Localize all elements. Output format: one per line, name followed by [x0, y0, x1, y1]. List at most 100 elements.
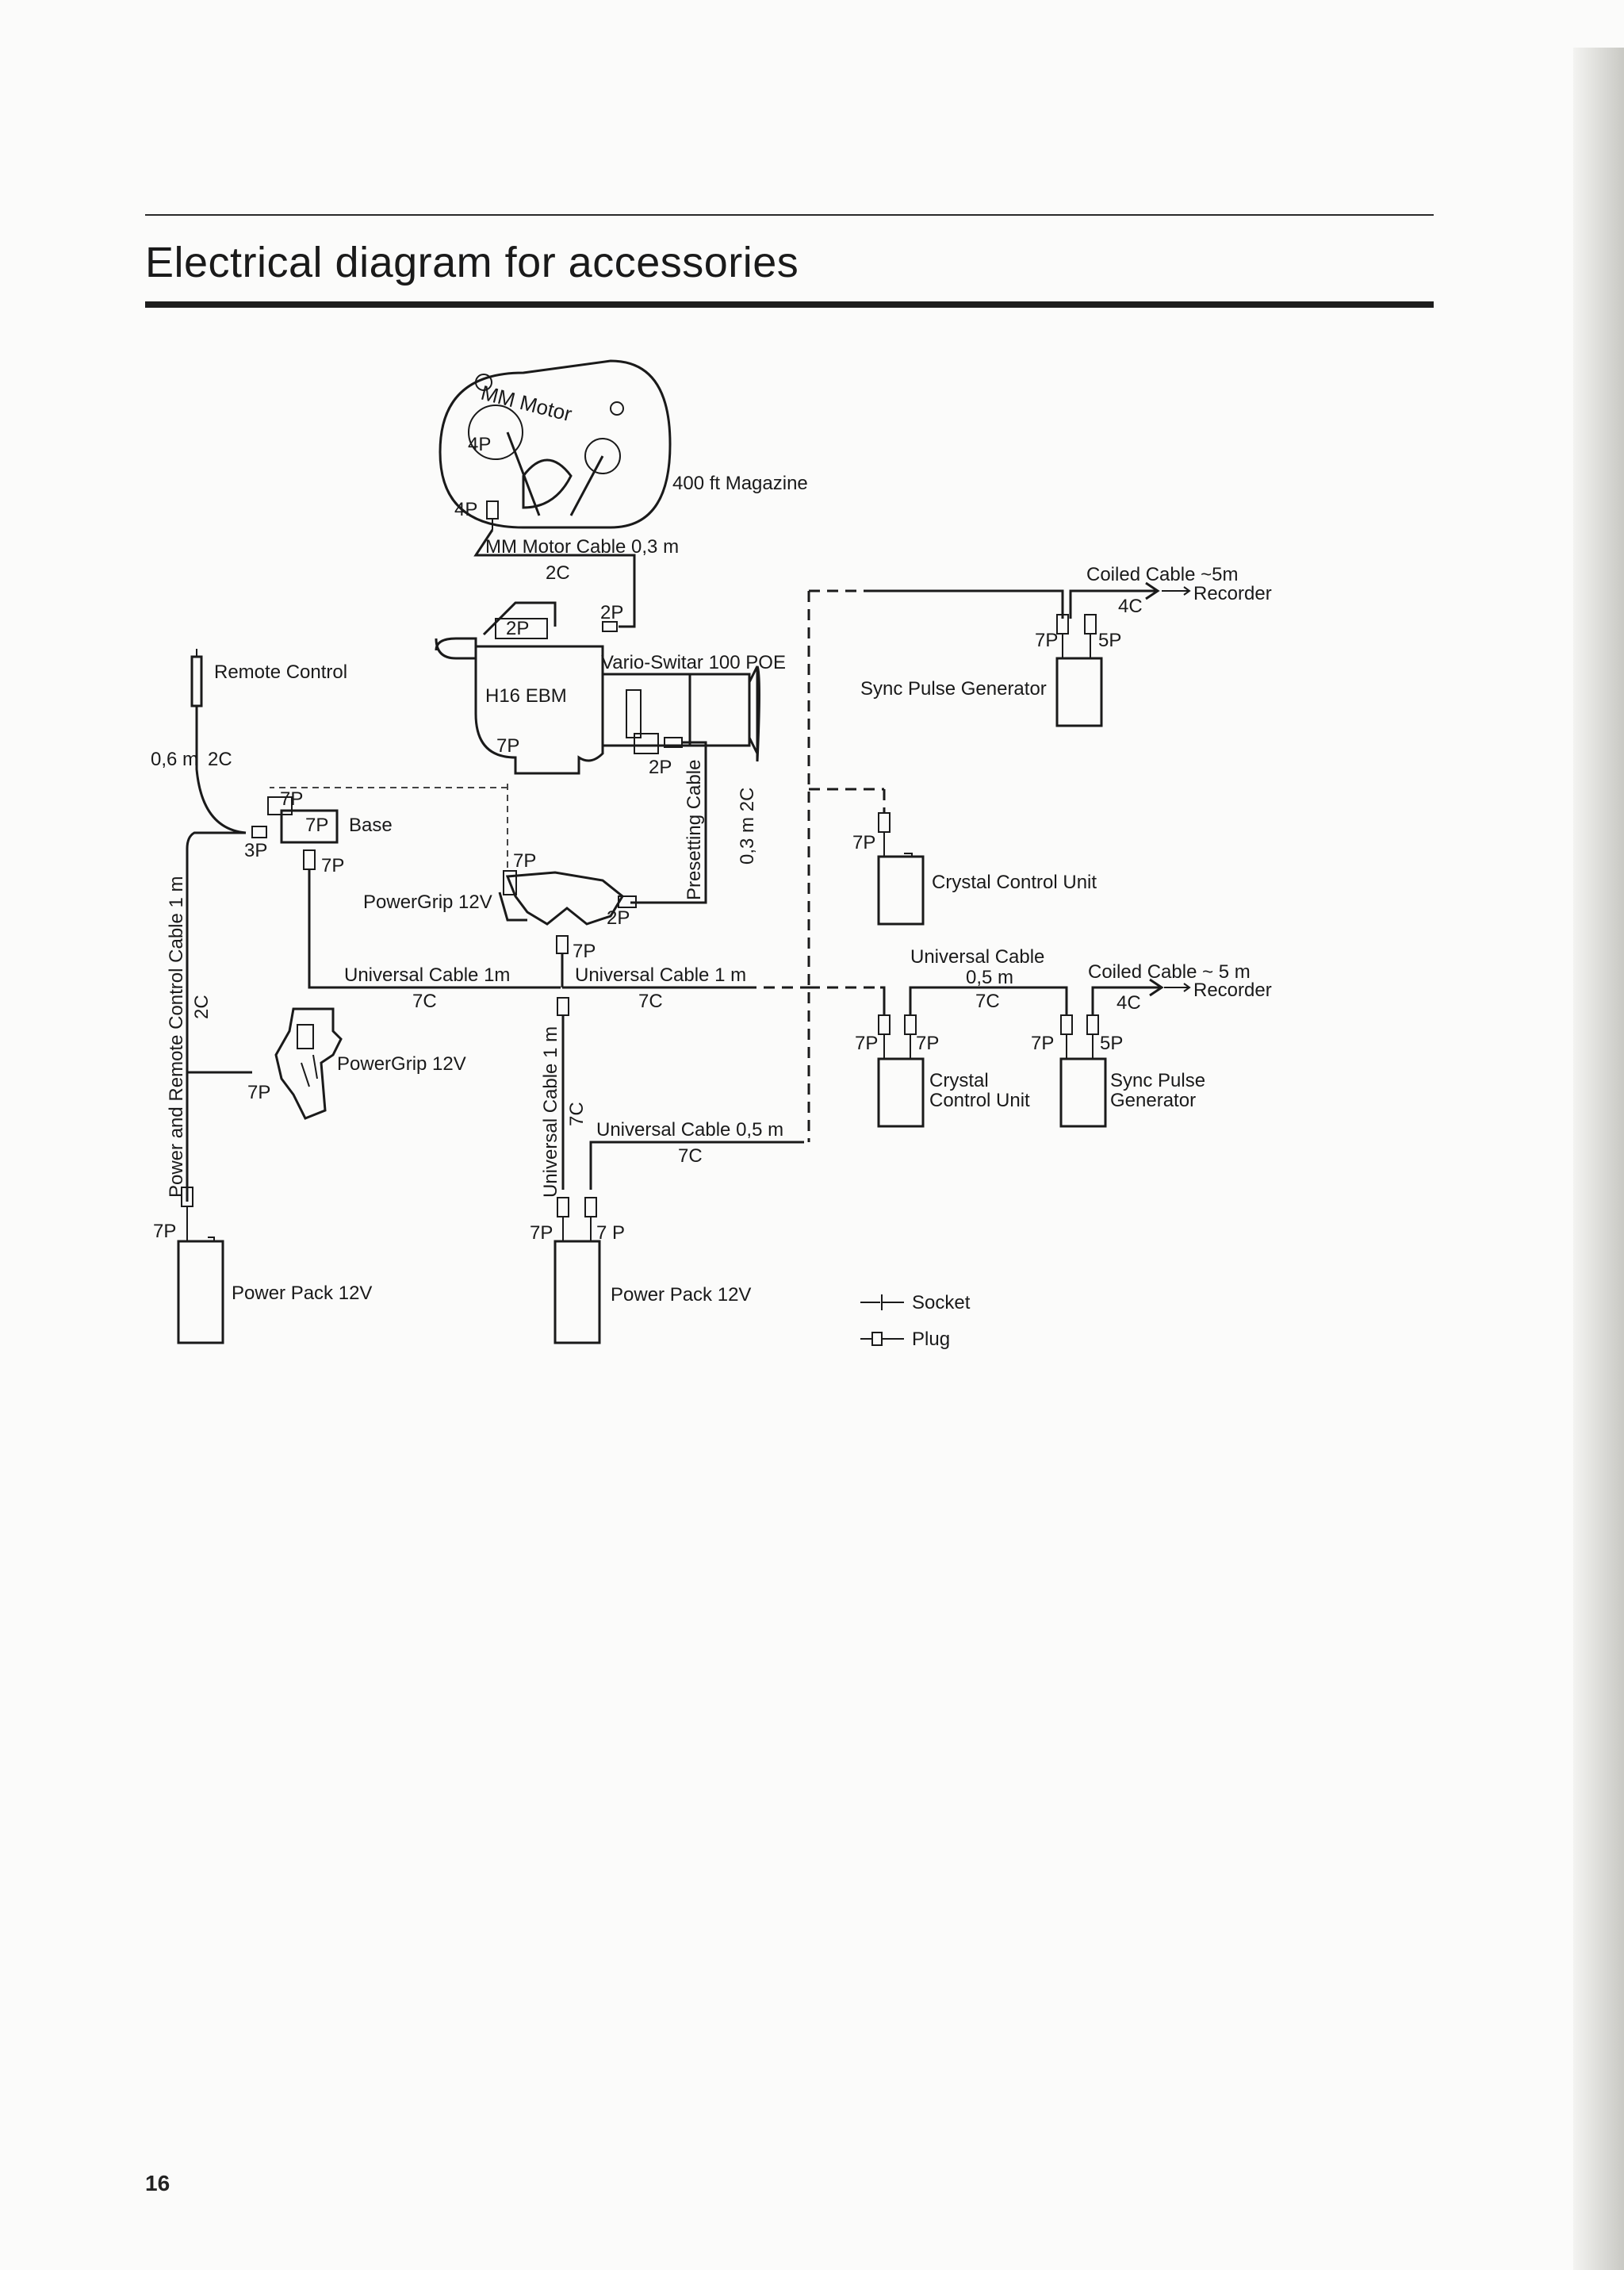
legend: Socket Plug	[860, 1292, 971, 1350]
universal-right-label: Universal Cable	[910, 946, 1044, 968]
plug-icon	[557, 997, 569, 1016]
pin-7p-base: 7P	[305, 815, 328, 836]
coiled-cable-top	[1069, 581, 1160, 619]
universal-right-7c: 7C	[975, 991, 1000, 1012]
mm-motor-label: MM Motor	[479, 381, 575, 426]
camera-h16-ebm	[435, 601, 760, 775]
pin-4p-motor: 4P	[468, 434, 491, 455]
header-rule-top	[145, 214, 1434, 216]
pin-7p-powergrip-top: 7P	[513, 850, 536, 872]
camera-label: H16 EBM	[485, 685, 567, 707]
recorder-top-arrow	[1162, 586, 1191, 596]
sync-bottom-label-2: Generator	[1110, 1090, 1196, 1111]
universal-cable-left	[308, 869, 561, 989]
sync-pulse-generator-bottom	[1059, 1014, 1107, 1128]
power-pack-left	[177, 1187, 224, 1344]
pin-7p-camera: 7P	[496, 735, 519, 757]
pin-7p-power-mid-2: 7 P	[596, 1222, 625, 1244]
power-pack-mid-label: Power Pack 12V	[611, 1284, 751, 1306]
page-title: Electrical diagram for accessories	[145, 239, 799, 286]
pin-7p-sync-top: 7P	[1035, 630, 1058, 651]
base-unit	[251, 796, 339, 844]
coiled-top-label: Coiled Cable ~5m	[1086, 564, 1238, 585]
pin-7p-power-mid: 7P	[530, 1222, 553, 1244]
coiled-cable-bottom	[1091, 978, 1164, 1015]
remote-2c: 2C	[208, 749, 232, 770]
mm-motor-cable-label: MM Motor Cable 0,3 m	[485, 536, 679, 558]
universal-right-len: 0,5 m	[966, 967, 1013, 988]
remote-control-label: Remote Control	[214, 661, 347, 683]
universal-05-7c: 7C	[678, 1145, 703, 1167]
presetting-cable	[630, 741, 707, 904]
pin-7p-powergrip-bottom: 7P	[573, 941, 596, 962]
plug-icon	[602, 621, 618, 632]
powergrip-top	[498, 870, 624, 926]
power-pack-mid	[553, 1197, 601, 1344]
power-remote-cable-label: Power and Remote Control Cable 1 m	[166, 876, 187, 1198]
plug-icon	[556, 935, 569, 954]
pin-7p-base-bottom: 7P	[321, 855, 344, 876]
sync-bottom-label-1: Sync Pulse	[1110, 1070, 1205, 1091]
camera-base-link	[270, 784, 508, 872]
pin-2p-powergrip: 2P	[607, 907, 630, 929]
universal-cable-05	[589, 1141, 793, 1190]
base-label: Base	[349, 815, 393, 836]
pin-5p-sync-top: 5P	[1098, 630, 1121, 651]
coiled-bottom-4c: 4C	[1116, 992, 1141, 1014]
coiled-top-4c: 4C	[1118, 596, 1143, 617]
pin-7p-crystal-bottom-left: 7P	[855, 1033, 878, 1054]
sync-pulse-generator-top	[1055, 614, 1103, 727]
recorder-top-label: Recorder	[1193, 583, 1272, 604]
remote-control	[190, 649, 203, 707]
universal-vertical-7c: 7C	[566, 1102, 588, 1126]
mm-motor-cable	[473, 529, 636, 628]
universal-cable-right	[909, 986, 1068, 1015]
pin-7p-base-top: 7P	[280, 788, 303, 810]
pin-2p-lens: 2P	[649, 757, 672, 778]
presetting-cable-label: Presetting Cable	[684, 760, 705, 900]
crystal-top-label: Crystal Control Unit	[932, 872, 1097, 893]
powergrip-top-label: PowerGrip 12V	[363, 892, 492, 913]
universal-right-in	[880, 986, 886, 1015]
crystal-bottom-label-1: Crystal	[929, 1070, 989, 1091]
lens-label: Vario-Switar 100 POE	[601, 652, 786, 673]
sync-top-cable	[864, 589, 1064, 619]
magazine-label: 400 ft Magazine	[672, 473, 808, 494]
plug-icon	[860, 1332, 904, 1346]
magazine-400ft	[439, 359, 672, 529]
recorder-bottom-label: Recorder	[1193, 980, 1272, 1001]
page-edge-shadow	[1573, 48, 1624, 2270]
universal-mid-7c: 7C	[638, 991, 663, 1012]
page-number: 16	[145, 2171, 170, 2195]
power-remote-cable	[186, 831, 246, 1202]
pin-5p-sync-bottom: 5P	[1100, 1033, 1123, 1054]
recorder-bottom-arrow	[1164, 983, 1191, 992]
pin-4p-cable: 4P	[454, 499, 477, 520]
remote-length: 0,6 m	[151, 749, 198, 770]
crystal-control-unit-top	[877, 812, 925, 926]
universal-left-label: Universal Cable 1m	[344, 964, 510, 986]
power-remote-2c: 2C	[191, 995, 213, 1019]
pin-2p-camera-top: 2P	[506, 618, 529, 639]
power-pack-left-label: Power Pack 12V	[232, 1283, 372, 1304]
powergrip-left-label: PowerGrip 12V	[337, 1053, 466, 1075]
socket-icon	[860, 1294, 904, 1310]
presetting-cable-len: 0,3 m 2C	[737, 788, 758, 865]
mm-motor-cable-2c: 2C	[546, 562, 570, 584]
universal-05-label: Universal Cable 0,5 m	[596, 1119, 783, 1141]
pin-2p-camera-cable: 2P	[600, 602, 623, 623]
universal-mid-label: Universal Cable 1 m	[575, 964, 746, 986]
legend-plug: Plug	[912, 1329, 950, 1350]
sync-top-label: Sync Pulse Generator	[860, 678, 1047, 700]
powergrip-left	[274, 1007, 343, 1120]
pin-7p-power-left: 7P	[153, 1221, 176, 1242]
socket-icon	[618, 895, 637, 908]
pin-7p-crystal-bottom-right: 7P	[916, 1033, 939, 1054]
remote-control-cable	[195, 706, 247, 834]
universal-left-7c: 7C	[412, 991, 437, 1012]
plug-icon	[486, 500, 499, 530]
pin-7p-powergrip-left: 7P	[247, 1082, 270, 1103]
pin-7p-crystal-top: 7P	[852, 832, 875, 853]
